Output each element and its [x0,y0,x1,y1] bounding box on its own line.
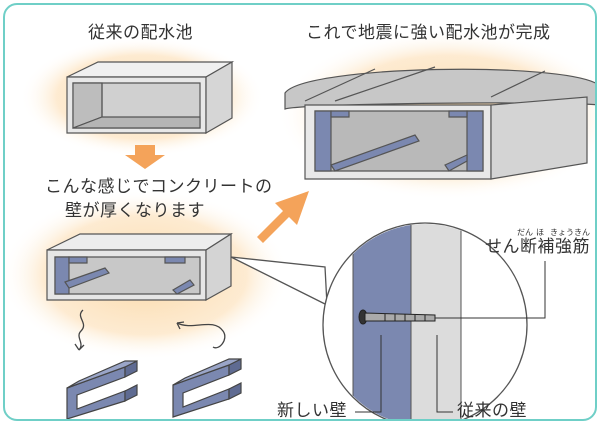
label-old-tank: 従来の配水池 [88,23,193,43]
leader-rebar [435,261,546,319]
curl-arrow-right [176,322,226,349]
zoom-pointer [230,256,328,307]
label-caption-line1: こんな感じでコンクリートの [45,177,273,197]
rebar-piece-right [172,358,242,418]
ruby-kyoukin: きょうきん [550,228,590,237]
label-rebar: せん断補強筋 [485,237,590,257]
curl-arrow-left [78,309,85,351]
label-new-wall: 新しい壁 [277,401,347,421]
leader-new-wall [355,335,382,413]
ruby-ho: ほ [536,228,544,237]
leader-old-wall [436,335,453,413]
label-old-wall: 従来の壁 [457,401,527,421]
down-arrow [125,145,165,169]
diagonal-arrow [257,191,309,243]
rebar-bolt [358,309,436,325]
label-result: これで地震に強い配水池が完成 [306,23,551,43]
diagram-frame: 従来の配水池 これで地震に強い配水池が完成 こんな感じでコンクリートの 壁が厚く… [3,3,597,421]
ruby-dan: だん [517,228,533,237]
old-tank-illustration [66,60,235,135]
label-caption-line2: 壁が厚くなります [65,201,205,221]
rebar-piece-left [66,360,138,419]
thick-tank-illustration [46,232,234,302]
diagram-canvas [5,30,595,419]
result-tank-illustration [284,66,595,180]
